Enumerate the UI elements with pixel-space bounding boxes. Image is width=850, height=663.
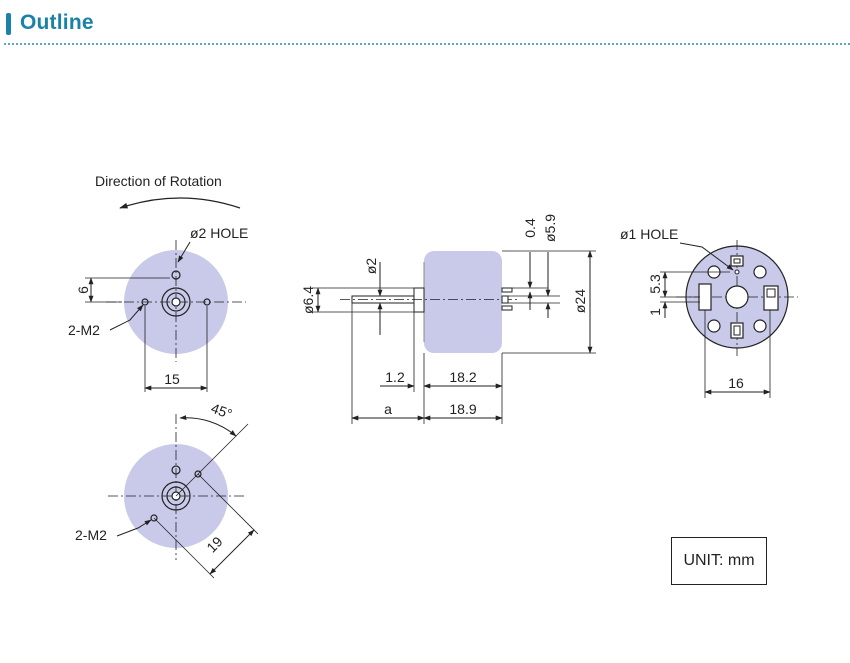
screw-hole-right	[203, 298, 211, 306]
hole-label-front: ø2 HOLE	[190, 225, 248, 241]
dim-16: 16	[728, 375, 744, 391]
dim-5-3: 5.3	[647, 274, 663, 294]
dim-2: ø2	[363, 258, 379, 275]
side-view: ø2 ø6.4 0.4 ø5.9 ø24 1.2 18.2 a	[300, 214, 596, 424]
screw-label-rotated: 2-M2	[75, 527, 107, 543]
unit-label: UNIT: mm	[683, 552, 755, 569]
dim-6: 6	[75, 286, 91, 294]
shaft	[171, 297, 181, 307]
dim-6-4: ø6.4	[300, 286, 316, 314]
angle-label: 45°	[209, 400, 234, 422]
screw-label-front: 2-M2	[68, 322, 100, 338]
dim-1: 1	[647, 308, 663, 316]
vent-hole	[171, 270, 181, 280]
hole-label-rear: ø1 HOLE	[620, 226, 678, 242]
dim-18-9: 18.9	[449, 401, 476, 417]
dim-0-4: 0.4	[522, 218, 538, 238]
header-dotted-rule	[4, 43, 850, 45]
front-view: Direction of Rotation ø2 HOLE 6 2-M2 15	[68, 173, 248, 392]
rotation-label: Direction of Rotation	[95, 173, 222, 189]
dim-24: ø24	[572, 289, 588, 313]
screw-hole-left	[141, 298, 149, 306]
header-accent-bar	[6, 13, 11, 35]
dim-15: 15	[164, 371, 180, 387]
dim-a: a	[384, 401, 392, 417]
section-header: Outline	[4, 10, 850, 50]
dim-1-2: 1.2	[385, 369, 405, 385]
shaft-boss	[161, 287, 191, 317]
rear-view: ø1 HOLE 5.3 1 16	[620, 226, 798, 398]
dim-18-2: 18.2	[449, 369, 476, 385]
rotated-view: 45° 2-M2 19	[75, 400, 259, 579]
dim-5-9: ø5.9	[542, 214, 558, 242]
motor-body-side	[424, 251, 502, 353]
small-hole	[734, 269, 740, 275]
rotation-arrow	[119, 197, 241, 209]
unit-box: UNIT: mm	[671, 537, 767, 585]
section-title: Outline	[20, 11, 94, 34]
